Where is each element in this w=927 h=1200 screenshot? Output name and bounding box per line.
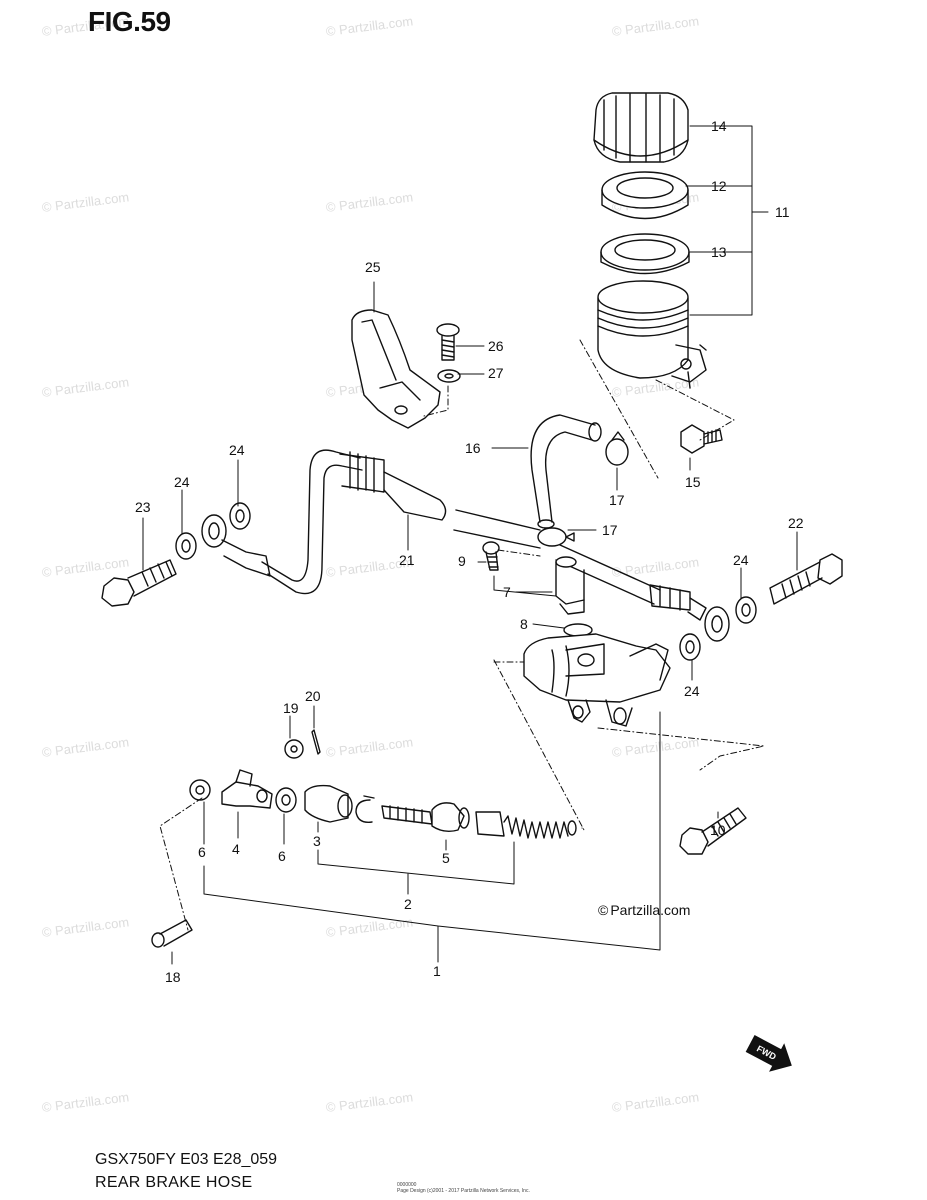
mounting-bolt bbox=[679, 807, 747, 855]
sealing-washer bbox=[679, 633, 701, 661]
clevis bbox=[221, 769, 273, 809]
reservoir-plate bbox=[601, 171, 689, 220]
callout-23: 23 bbox=[135, 499, 151, 515]
page-title: REAR BRAKE HOSE bbox=[95, 1174, 253, 1191]
callout-27: 27 bbox=[488, 365, 504, 381]
callout-26: 26 bbox=[488, 338, 504, 354]
union-bolt bbox=[101, 559, 177, 607]
fine-print-line: 0000000 bbox=[397, 1182, 417, 1188]
reservoir-cap bbox=[593, 92, 689, 163]
callout-8: 8 bbox=[520, 616, 528, 632]
callout-9: 9 bbox=[458, 553, 466, 569]
callout-19: 19 bbox=[283, 700, 299, 716]
bracket-washer-hole bbox=[444, 373, 454, 379]
callout-12: 12 bbox=[711, 178, 727, 194]
clevis-pin-head bbox=[189, 779, 211, 801]
callout-16: 16 bbox=[465, 440, 481, 456]
sealing-washer bbox=[735, 596, 757, 624]
callout-1: 1 bbox=[433, 963, 441, 979]
clevis-pin bbox=[151, 919, 193, 948]
reservoir-tank bbox=[597, 280, 707, 389]
model-code: GSX750FY E03 E28_059 bbox=[95, 1151, 278, 1168]
figure-title: FIG.59 bbox=[88, 6, 171, 37]
callout-6: 6 bbox=[278, 848, 286, 864]
callout-6: 6 bbox=[198, 844, 206, 860]
hose-clamp bbox=[605, 431, 629, 466]
callout-11: 11 bbox=[775, 204, 790, 220]
forward-arrow-icon bbox=[745, 1035, 792, 1072]
sealing-washer bbox=[175, 532, 197, 560]
leader-lines bbox=[142, 125, 798, 965]
callout-3: 3 bbox=[313, 833, 321, 849]
callout-24: 24 bbox=[733, 552, 749, 568]
fine-print-line: Page Design (c)2001 - 2017 Partzilla Net… bbox=[397, 1188, 530, 1194]
copyright-icon: © bbox=[598, 902, 609, 918]
fwd-badge: FWD bbox=[745, 1035, 792, 1072]
copyright-notice: ©Partzilla.com bbox=[598, 902, 690, 918]
master-cylinder-body bbox=[523, 633, 671, 727]
callout-10: 10 bbox=[710, 822, 726, 838]
callout-4: 4 bbox=[232, 841, 240, 857]
hose-bracket bbox=[351, 309, 441, 429]
callout-2: 2 bbox=[404, 896, 412, 912]
callout-21: 21 bbox=[399, 552, 415, 568]
copyright-text: Partzilla.com bbox=[610, 902, 691, 918]
callout-20: 20 bbox=[305, 688, 321, 704]
callout-7: 7 bbox=[503, 584, 511, 600]
callout-25: 25 bbox=[365, 259, 381, 275]
nut bbox=[275, 787, 297, 813]
bracket-screw bbox=[436, 323, 460, 361]
hose-clamp bbox=[537, 527, 575, 547]
bracket-washer bbox=[437, 369, 461, 383]
cotter-pin bbox=[311, 729, 321, 755]
boot bbox=[304, 784, 353, 823]
connector-screw bbox=[482, 541, 500, 571]
lock-washer bbox=[284, 739, 304, 759]
piston-cup-spring bbox=[475, 811, 577, 839]
rear-brake-hose bbox=[261, 449, 691, 611]
reservoir-hose bbox=[530, 414, 602, 529]
sealing-washer bbox=[229, 502, 251, 530]
callout-5: 5 bbox=[442, 850, 450, 866]
hose-connector bbox=[555, 556, 585, 615]
callout-22: 22 bbox=[788, 515, 804, 531]
callout-13: 13 bbox=[711, 244, 727, 260]
reservoir-diaphragm bbox=[600, 233, 690, 275]
banjo-fitting bbox=[687, 597, 730, 642]
callout-24: 24 bbox=[229, 442, 245, 458]
circlip bbox=[355, 795, 375, 823]
reservoir-bolt bbox=[680, 424, 723, 454]
callout-24: 24 bbox=[684, 683, 700, 699]
callout-15: 15 bbox=[685, 474, 701, 490]
banjo-fitting bbox=[201, 514, 271, 577]
fine-print: 0000000 Page Design (c)2001 - 2017 Partz… bbox=[397, 1182, 530, 1194]
callout-17: 17 bbox=[609, 492, 625, 508]
piston-rod bbox=[381, 802, 470, 833]
callout-18: 18 bbox=[165, 969, 181, 985]
union-bolt bbox=[769, 553, 843, 605]
callout-14: 14 bbox=[711, 118, 727, 134]
callout-17: 17 bbox=[602, 522, 618, 538]
callout-24: 24 bbox=[174, 474, 190, 490]
